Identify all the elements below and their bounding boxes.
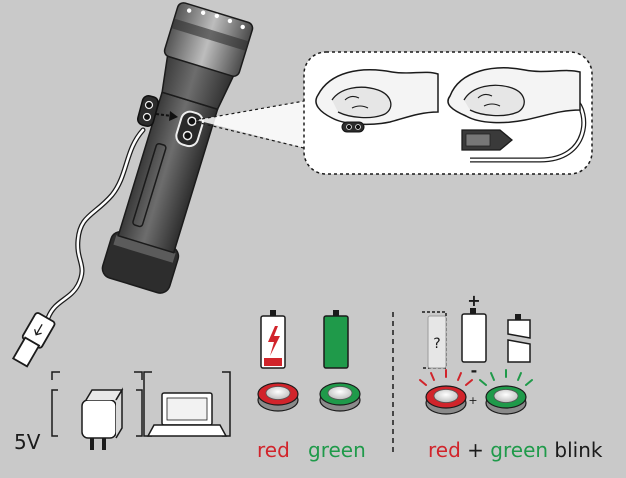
status-label-red: red (257, 438, 290, 462)
battery-charging-icon (260, 310, 286, 369)
status-label-green: green (308, 438, 366, 462)
blink-green-rays (479, 369, 533, 386)
battery-unknown-icon: ? (422, 311, 447, 369)
wiping-port-hand-icon (447, 67, 587, 163)
magnetic-connector-icon (136, 95, 178, 127)
usb-cable-icon (11, 127, 146, 368)
wall-adapter-icon (51, 371, 143, 450)
battery-polarity-icon: + - (461, 291, 487, 380)
svg-text:+: + (468, 394, 477, 407)
blink-label-red: red (428, 438, 461, 462)
battery-full-icon (323, 310, 349, 369)
voltage-label: 5V (14, 430, 41, 454)
blink-label-plus: + (467, 438, 484, 462)
cleaning-callout (195, 51, 593, 175)
laptop-icon (143, 371, 231, 437)
flashlight-icon (101, 2, 254, 294)
blinking-buttons-icon: + (419, 369, 533, 415)
blink-label-green: green (490, 438, 549, 462)
blink-red-rays (419, 369, 473, 386)
battery-minus-mark: - (471, 361, 478, 380)
blink-label-blink: blink (554, 438, 603, 462)
status-button-red-icon (257, 382, 299, 412)
blink-status-label: red + green blink (428, 440, 602, 460)
battery-unknown-mark: ? (433, 336, 440, 352)
battery-plus-mark: + (467, 291, 480, 310)
wiping-connector-hand-icon (315, 69, 439, 133)
status-button-green-icon (319, 382, 361, 412)
battery-damaged-icon (507, 314, 531, 363)
